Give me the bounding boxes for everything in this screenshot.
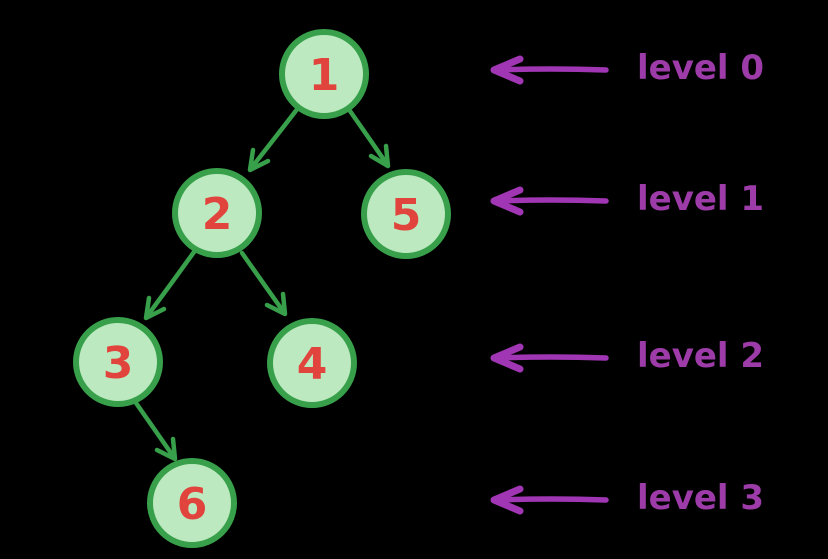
- tree-node-6: 6: [147, 458, 237, 548]
- edge-2-4-arrowhead-icon: [264, 291, 288, 317]
- edge-2-3: [143, 249, 197, 321]
- tree-nodes: 1 2 5 3 4 6: [73, 29, 451, 548]
- edge-3-6-line: [133, 400, 176, 459]
- level-2-label: level 2: [637, 336, 764, 376]
- level-1-arrow-icon: [490, 186, 609, 216]
- node-6-value: 6: [177, 479, 208, 530]
- level-0-annotation: level 0: [490, 48, 764, 88]
- level-3-label: level 3: [637, 478, 764, 518]
- level-0-arrow-icon: [490, 55, 609, 85]
- level-2-arrow-icon: [490, 343, 609, 373]
- edge-1-2-line: [249, 105, 301, 170]
- edge-1-5-arrowhead-icon: [368, 143, 391, 169]
- edge-1-2-arrowhead-icon: [247, 147, 271, 173]
- edge-3-6: [133, 400, 178, 462]
- node-3-value: 3: [103, 338, 134, 389]
- node-2-circle: [172, 168, 262, 258]
- node-1-circle: [279, 29, 369, 119]
- tree-node-4: 4: [267, 318, 357, 408]
- tree-node-5: 5: [361, 169, 451, 259]
- edge-1-2: [247, 105, 301, 173]
- node-4-value: 4: [297, 339, 328, 390]
- tree-node-3: 3: [73, 317, 163, 407]
- edge-2-3-line: [145, 249, 197, 318]
- level-annotations: level 0 level 1 level 2: [490, 48, 764, 518]
- edge-2-4-line: [239, 250, 286, 314]
- level-2-annotation: level 2: [490, 336, 764, 376]
- node-5-circle: [361, 169, 451, 259]
- node-3-circle: [73, 317, 163, 407]
- level-1-label: level 1: [637, 179, 764, 219]
- edge-2-3-arrowhead-icon: [143, 295, 167, 321]
- node-1-value: 1: [309, 50, 340, 101]
- node-6-circle: [147, 458, 237, 548]
- edge-1-5: [347, 108, 391, 169]
- edge-1-5-line: [347, 108, 389, 166]
- edge-2-4: [239, 250, 288, 317]
- level-3-annotation: level 3: [490, 478, 764, 518]
- edge-3-6-arrowhead-icon: [154, 436, 178, 462]
- level-1-annotation: level 1: [490, 179, 764, 219]
- node-5-value: 5: [391, 190, 422, 241]
- tree-node-1: 1: [279, 29, 369, 119]
- node-2-value: 2: [202, 189, 233, 240]
- level-3-arrow-icon: [490, 485, 609, 515]
- tree-edges: [133, 105, 391, 462]
- level-0-label: level 0: [637, 48, 764, 88]
- tree-node-2: 2: [172, 168, 262, 258]
- node-4-circle: [267, 318, 357, 408]
